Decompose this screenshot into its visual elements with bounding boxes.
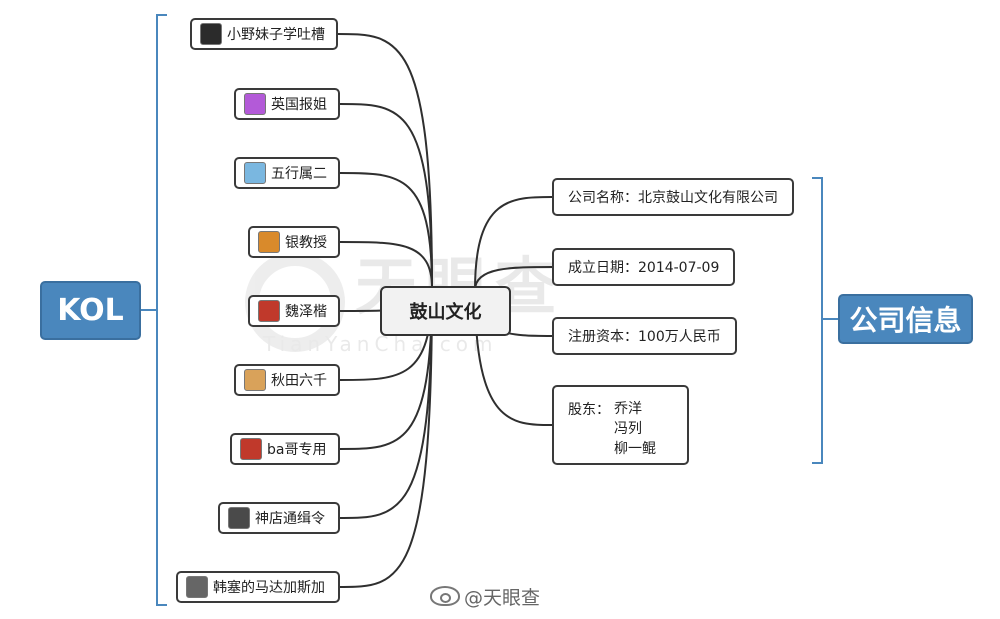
kol-avatar-icon [200, 23, 222, 45]
kol-connector [339, 172, 433, 289]
shareholder-name: 冯列 [614, 421, 642, 437]
kol-avatar-icon [258, 300, 280, 322]
kol-name: 五行属二 [271, 166, 327, 182]
kol-connector [339, 103, 433, 289]
kol-avatar-icon [240, 438, 262, 460]
kol-node: ba哥专用 [230, 433, 340, 465]
kol-name: 小野妹子学吐槽 [227, 27, 325, 43]
info-connector [474, 266, 553, 291]
kol-node: 秋田六千 [234, 364, 340, 396]
kol-avatar-icon [186, 576, 208, 598]
kol-name: 秋田六千 [271, 373, 327, 389]
shareholders-node: 股东： 乔洋 冯列 柳一鲲 [552, 385, 689, 465]
kol-node: 韩塞的马达加斯加 [176, 571, 340, 603]
kol-avatar-icon [258, 231, 280, 253]
info-connector [474, 196, 553, 291]
center-node: 鼓山文化 [380, 286, 511, 336]
kol-name: 神店通缉令 [255, 511, 325, 527]
kol-node: 英国报姐 [234, 88, 340, 120]
weibo-icon [430, 586, 460, 606]
kol-name: ba哥专用 [267, 442, 327, 458]
kol-bracket [156, 14, 167, 606]
info-bracket [812, 177, 823, 464]
kol-node: 银教授 [248, 226, 340, 258]
kol-avatar-icon [244, 93, 266, 115]
registered-capital-node: 注册资本：100万人民币 [552, 317, 737, 355]
kol-connector [339, 287, 433, 588]
kol-node: 神店通缉令 [218, 502, 340, 534]
shareholders-label: 股东： [568, 402, 610, 418]
shareholder-name: 柳一鲲 [614, 441, 656, 457]
company-name-node: 公司名称：北京鼓山文化有限公司 [552, 178, 794, 216]
kol-node: 五行属二 [234, 157, 340, 189]
founded-date-node: 成立日期：2014-07-09 [552, 248, 736, 286]
kol-name: 韩塞的马达加斯加 [213, 580, 325, 596]
kol-node: 小野妹子学吐槽 [190, 18, 338, 50]
kol-avatar-icon [244, 369, 266, 391]
kol-avatar-icon [244, 162, 266, 184]
company-info-group-label: 公司信息 [838, 294, 973, 344]
kol-avatar-icon [228, 507, 250, 529]
shareholder-name: 乔洋 [614, 401, 642, 417]
kol-group-label: KOL [40, 281, 141, 340]
kol-connector [339, 241, 433, 289]
kol-name: 魏泽楷 [285, 304, 327, 320]
weibo-credit: @天眼查 [430, 584, 541, 609]
kol-name: 英国报姐 [271, 97, 327, 113]
kol-node: 魏泽楷 [248, 295, 340, 327]
kol-connector [337, 33, 433, 289]
kol-name: 银教授 [285, 235, 327, 251]
weibo-credit-text: @天眼查 [464, 586, 541, 609]
